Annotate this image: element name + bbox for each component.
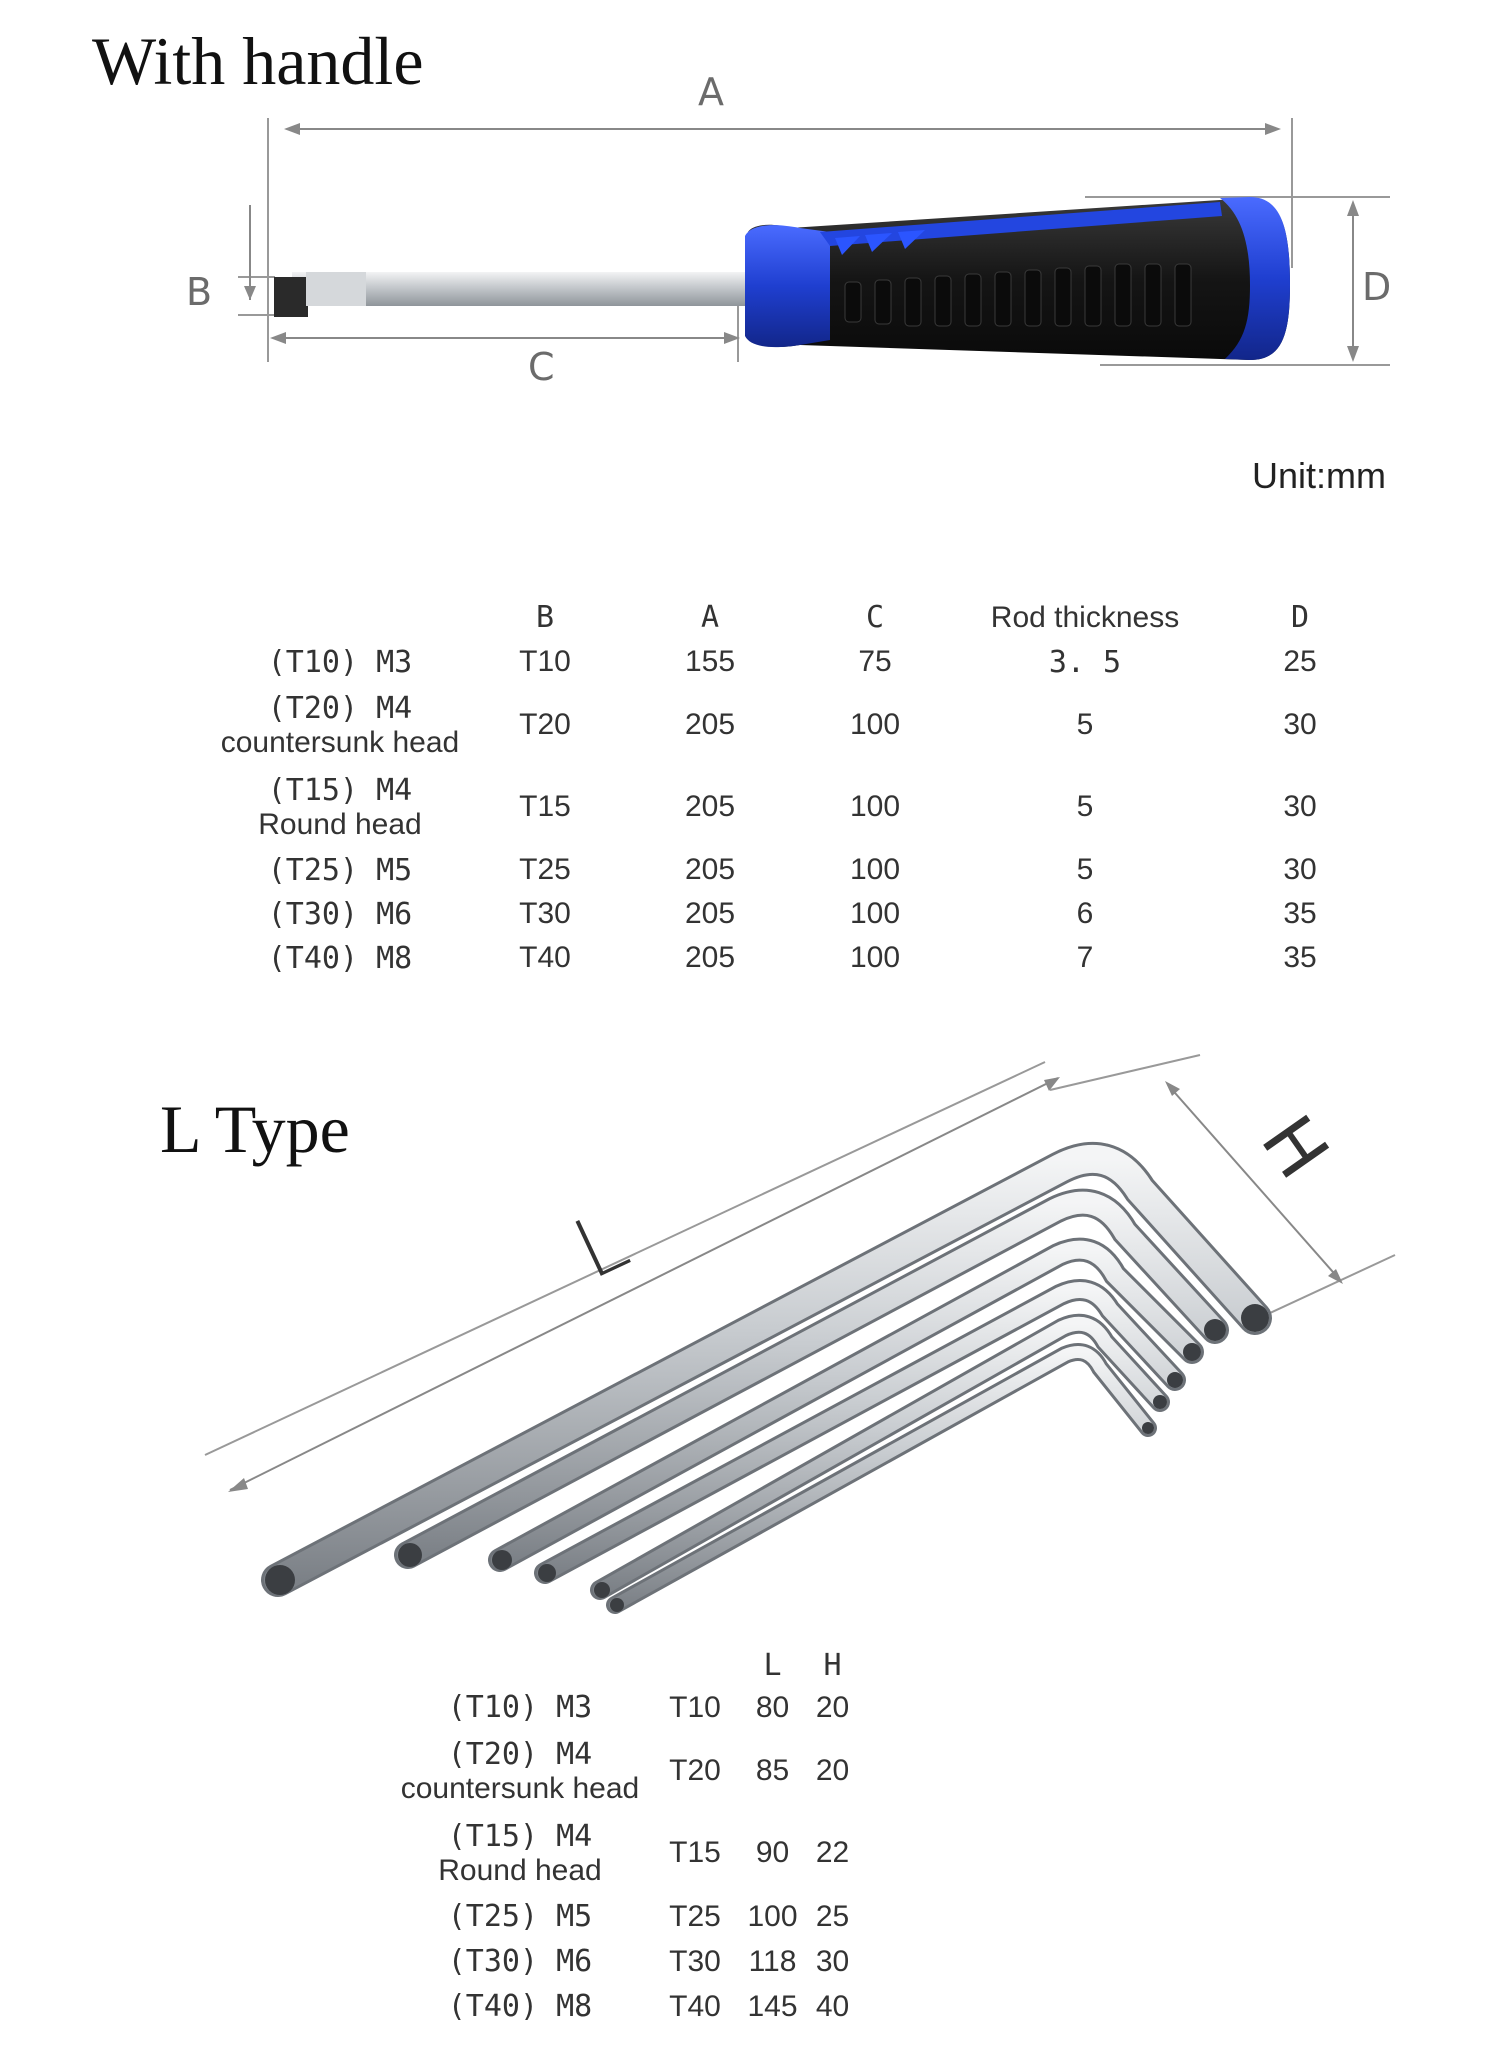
d-cell: 30 bbox=[1283, 790, 1317, 823]
header-c: C bbox=[865, 600, 885, 635]
size-label: (T30) M6 bbox=[267, 896, 413, 932]
c-cell: 75 bbox=[858, 645, 892, 678]
header-l: L bbox=[763, 1647, 782, 1683]
size-label: (T20) M4 bbox=[447, 1736, 593, 1772]
a-cell: 205 bbox=[684, 708, 736, 741]
with-handle-title: With handle bbox=[92, 23, 424, 99]
model-cell: T10 bbox=[669, 1690, 721, 1724]
table-header-row: L H bbox=[390, 1645, 860, 1685]
table-row: (T25) M5 T25 100 25 bbox=[390, 1894, 860, 1939]
b-cell: T10 bbox=[519, 645, 571, 678]
model-cell: T40 bbox=[669, 1989, 721, 2023]
l-cell: 118 bbox=[748, 1944, 797, 1978]
header-d: D bbox=[1290, 600, 1310, 635]
b-cell: T15 bbox=[519, 790, 571, 823]
l-type-title: L Type bbox=[160, 1091, 350, 1167]
l-cell: 100 bbox=[747, 1899, 798, 1933]
d-cell: 25 bbox=[1283, 645, 1317, 678]
size-label: (T40) M8 bbox=[267, 940, 413, 976]
size-sublabel: Round head bbox=[438, 1853, 602, 1887]
model-cell: T15 bbox=[669, 1836, 721, 1869]
header-h: H bbox=[823, 1647, 842, 1683]
size-label: (T20) M4 bbox=[267, 690, 413, 726]
dim-label-d: D bbox=[1362, 265, 1392, 309]
dim-label-c: C bbox=[528, 345, 555, 389]
h-cell: 20 bbox=[815, 1690, 850, 1724]
size-label: (T15) M4 bbox=[447, 1818, 593, 1854]
a-cell: 205 bbox=[684, 790, 736, 823]
size-label: (T40) M8 bbox=[447, 1989, 593, 2024]
header-b: B bbox=[535, 600, 555, 635]
c-cell: 100 bbox=[849, 790, 901, 823]
table-row: (T10) M3 T10 80 20 bbox=[390, 1685, 860, 1730]
c-cell: 100 bbox=[849, 853, 901, 886]
dim-label-b: B bbox=[186, 270, 213, 314]
d-cell: 30 bbox=[1283, 853, 1317, 886]
size-label: (T10) M3 bbox=[267, 644, 413, 680]
header-rod-thickness: Rod thickness bbox=[990, 600, 1180, 634]
c-cell: 100 bbox=[849, 708, 901, 741]
a-cell: 205 bbox=[684, 853, 736, 886]
size-sublabel: countersunk head bbox=[220, 725, 460, 759]
handle-spec-table: B A C Rod thickness D (T10) M3 T10 155 7… bbox=[210, 595, 1380, 980]
rod-cell: 3. 5 bbox=[1048, 644, 1122, 680]
size-label: (T15) M4 bbox=[267, 772, 413, 808]
screwdriver-diagram bbox=[238, 118, 1390, 366]
d-cell: 35 bbox=[1283, 897, 1317, 930]
l-cell: 90 bbox=[755, 1836, 790, 1869]
dim-label-a: A bbox=[698, 70, 724, 114]
a-cell: 205 bbox=[684, 897, 736, 930]
model-cell: T30 bbox=[669, 1944, 721, 1978]
size-sublabel: Round head bbox=[258, 807, 422, 841]
model-cell: T20 bbox=[669, 1754, 721, 1787]
table-row: (T25) M5 T25 205 100 5 30 bbox=[210, 848, 1380, 892]
size-sublabel: countersunk head bbox=[400, 1771, 640, 1805]
l-key-diagram bbox=[204, 1054, 1396, 1614]
model-cell: T25 bbox=[669, 1899, 721, 1933]
rod-cell: 5 bbox=[1076, 708, 1094, 741]
l-cell: 85 bbox=[755, 1754, 790, 1787]
h-cell: 20 bbox=[815, 1754, 850, 1787]
c-cell: 100 bbox=[849, 941, 901, 974]
h-cell: 22 bbox=[815, 1836, 850, 1869]
table-row: (T40) M8 T40 145 40 bbox=[390, 1984, 860, 2029]
h-cell: 30 bbox=[815, 1944, 850, 1978]
rod-cell: 5 bbox=[1076, 853, 1094, 886]
d-cell: 35 bbox=[1283, 941, 1317, 974]
header-size bbox=[390, 1645, 650, 1685]
table-row: (T30) M6 T30 118 30 bbox=[390, 1939, 860, 1984]
rod-cell: 6 bbox=[1076, 897, 1094, 930]
b-cell: T25 bbox=[519, 853, 571, 886]
a-cell: 155 bbox=[684, 645, 736, 678]
l-cell: 145 bbox=[747, 1989, 798, 2023]
unit-label: Unit:mm bbox=[1252, 455, 1386, 496]
a-cell: 205 bbox=[684, 941, 736, 974]
table-row: (T10) M3 T10 155 75 3. 5 25 bbox=[210, 640, 1380, 684]
h-cell: 40 bbox=[815, 1989, 850, 2023]
header-model bbox=[650, 1645, 740, 1685]
h-cell: 25 bbox=[815, 1899, 850, 1933]
size-label: (T25) M5 bbox=[267, 852, 413, 888]
header-a: A bbox=[700, 600, 720, 635]
size-label: (T30) M6 bbox=[447, 1944, 593, 1979]
c-cell: 100 bbox=[849, 897, 901, 930]
rod-cell: 7 bbox=[1076, 941, 1094, 974]
b-cell: T30 bbox=[519, 897, 571, 930]
size-label: (T10) M3 bbox=[447, 1690, 593, 1725]
header-size bbox=[210, 595, 470, 640]
l-cell: 80 bbox=[755, 1690, 790, 1724]
table-row: (T30) M6 T30 205 100 6 35 bbox=[210, 892, 1380, 936]
rod-cell: 5 bbox=[1076, 790, 1094, 823]
table-row: (T40) M8 T40 205 100 7 35 bbox=[210, 936, 1380, 980]
table-header-row: B A C Rod thickness D bbox=[210, 595, 1380, 640]
b-cell: T40 bbox=[519, 941, 571, 974]
size-label: (T25) M5 bbox=[447, 1899, 593, 1934]
b-cell: T20 bbox=[519, 708, 571, 741]
d-cell: 30 bbox=[1283, 708, 1317, 741]
